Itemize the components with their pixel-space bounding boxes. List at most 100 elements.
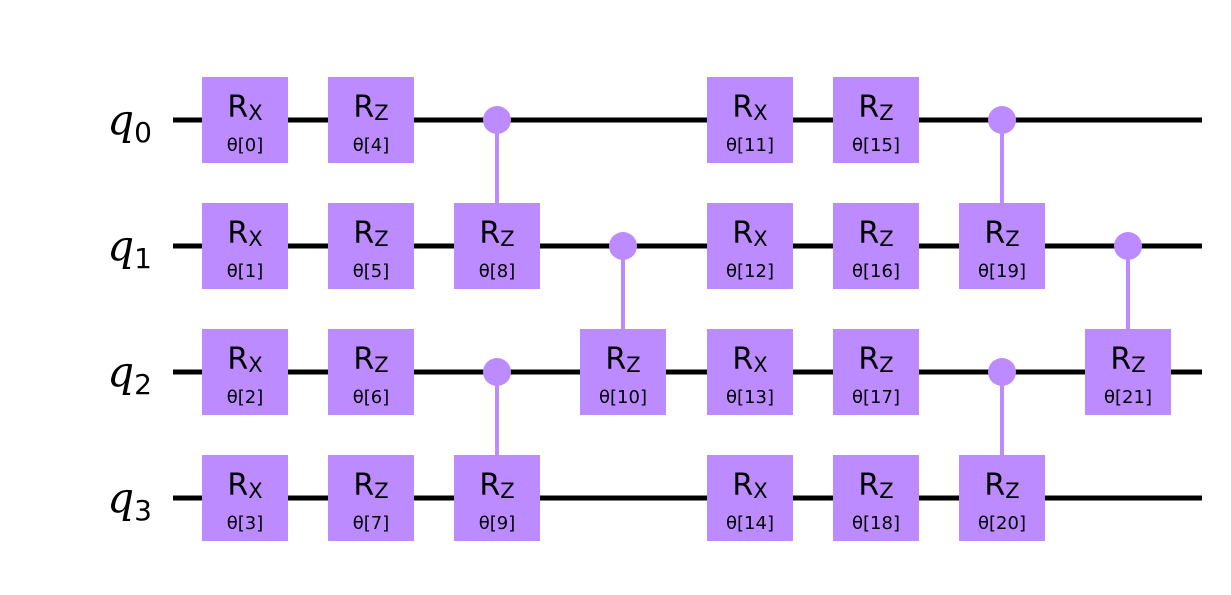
gate-type: R <box>227 216 248 251</box>
gate-type: R <box>227 90 248 125</box>
gate-rz: RZ θ[19] <box>959 203 1045 289</box>
control-dot <box>988 358 1016 386</box>
gate-name: RX <box>732 216 767 251</box>
gate-axis: Z <box>500 227 514 251</box>
gate-name: RX <box>227 90 262 125</box>
qubit-index: 1 <box>134 242 152 275</box>
gate-axis: X <box>248 227 262 251</box>
gate-box <box>454 203 540 289</box>
gate-param: θ[18] <box>852 513 900 534</box>
gate-rz: RZθ[8] <box>454 203 540 289</box>
gate-param: θ[14] <box>726 513 774 534</box>
gate-box <box>707 455 793 541</box>
gate-param: θ[15] <box>852 135 900 156</box>
gate-param: θ[20] <box>978 513 1026 534</box>
gate-type: R <box>858 468 879 503</box>
gate-axis: Z <box>879 227 893 251</box>
gate-box <box>707 329 793 415</box>
gate-axis: Z <box>879 101 893 125</box>
gate-box <box>959 203 1045 289</box>
gate-axis: X <box>248 101 262 125</box>
gate-axis: X <box>753 479 767 503</box>
gate-rx: RXθ[1] <box>202 203 288 289</box>
gate-type: R <box>858 90 879 125</box>
gate-name: RZ <box>858 342 893 377</box>
gates: RXθ[0]RXθ[1]RXθ[2]RXθ[3]RZθ[4]RZθ[5]RZθ[… <box>202 77 1171 541</box>
gate-box <box>328 329 414 415</box>
gate-axis: Z <box>879 353 893 377</box>
qubit-label-2: q2 <box>107 347 152 401</box>
gate-name: RZ <box>353 216 388 251</box>
gate-name: RZ <box>605 342 640 377</box>
gate-rz: RZθ[7] <box>328 455 414 541</box>
gate-rz: RZ θ[16] <box>833 203 919 289</box>
qubit-letter: q <box>107 473 134 522</box>
control-dot <box>988 106 1016 134</box>
gate-box <box>580 329 666 415</box>
qubit-label-0: q0 <box>107 95 152 149</box>
control-dot <box>483 106 511 134</box>
gate-param: θ[16] <box>852 261 900 282</box>
control-connectors <box>483 106 1142 498</box>
gate-axis: X <box>248 479 262 503</box>
gate-name: RX <box>732 468 767 503</box>
gate-rx: RXθ[0] <box>202 77 288 163</box>
gate-name: RZ <box>1110 342 1145 377</box>
gate-type: R <box>732 90 753 125</box>
gate-param: θ[1] <box>227 261 264 282</box>
gate-name: RZ <box>984 468 1019 503</box>
gate-axis: Z <box>1005 479 1019 503</box>
gate-param: θ[13] <box>726 387 774 408</box>
control-dot <box>1114 232 1142 260</box>
gate-name: RZ <box>479 468 514 503</box>
gate-axis: Z <box>500 479 514 503</box>
gate-axis: Z <box>374 479 388 503</box>
gate-box <box>202 455 288 541</box>
gate-param: θ[10] <box>599 387 647 408</box>
gate-param: θ[17] <box>852 387 900 408</box>
gate-axis: X <box>248 353 262 377</box>
gate-name: RX <box>732 342 767 377</box>
gate-rz: RZθ[15] <box>833 77 919 163</box>
gate-box <box>833 455 919 541</box>
gate-type: R <box>353 90 374 125</box>
gate-rx: RX θ[13] <box>707 329 793 415</box>
gate-rz: RZθ[18] <box>833 455 919 541</box>
gate-type: R <box>605 342 626 377</box>
gate-box <box>454 455 540 541</box>
gate-type: R <box>1110 342 1131 377</box>
gate-type: R <box>732 468 753 503</box>
gate-rx: RXθ[11] <box>707 77 793 163</box>
gate-rz: RZ θ[21] <box>1085 329 1171 415</box>
gate-box <box>202 77 288 163</box>
gate-box <box>833 329 919 415</box>
qubit-wires <box>173 117 1202 501</box>
gate-type: R <box>353 468 374 503</box>
gate-axis: Z <box>374 353 388 377</box>
gate-param: θ[6] <box>353 387 390 408</box>
gate-name: RZ <box>858 468 893 503</box>
gate-name: RX <box>227 468 262 503</box>
gate-axis: X <box>753 353 767 377</box>
gate-box <box>833 203 919 289</box>
qubit-label-1: q1 <box>107 221 152 275</box>
gate-box <box>959 455 1045 541</box>
gate-axis: Z <box>879 479 893 503</box>
gate-name: RZ <box>353 468 388 503</box>
gate-param: θ[2] <box>227 387 264 408</box>
gate-type: R <box>353 216 374 251</box>
gate-name: RZ <box>984 216 1019 251</box>
gate-name: RZ <box>858 216 893 251</box>
gate-name: RZ <box>858 90 893 125</box>
gate-type: R <box>732 216 753 251</box>
qubit-letter: q <box>107 347 134 396</box>
gate-type: R <box>353 342 374 377</box>
gate-box <box>202 203 288 289</box>
qubit-index: 2 <box>134 368 152 401</box>
gate-param: θ[9] <box>479 513 516 534</box>
gate-axis: Z <box>626 353 640 377</box>
gate-param: θ[21] <box>1104 387 1152 408</box>
gate-name: RX <box>227 216 262 251</box>
gate-param: θ[19] <box>978 261 1026 282</box>
